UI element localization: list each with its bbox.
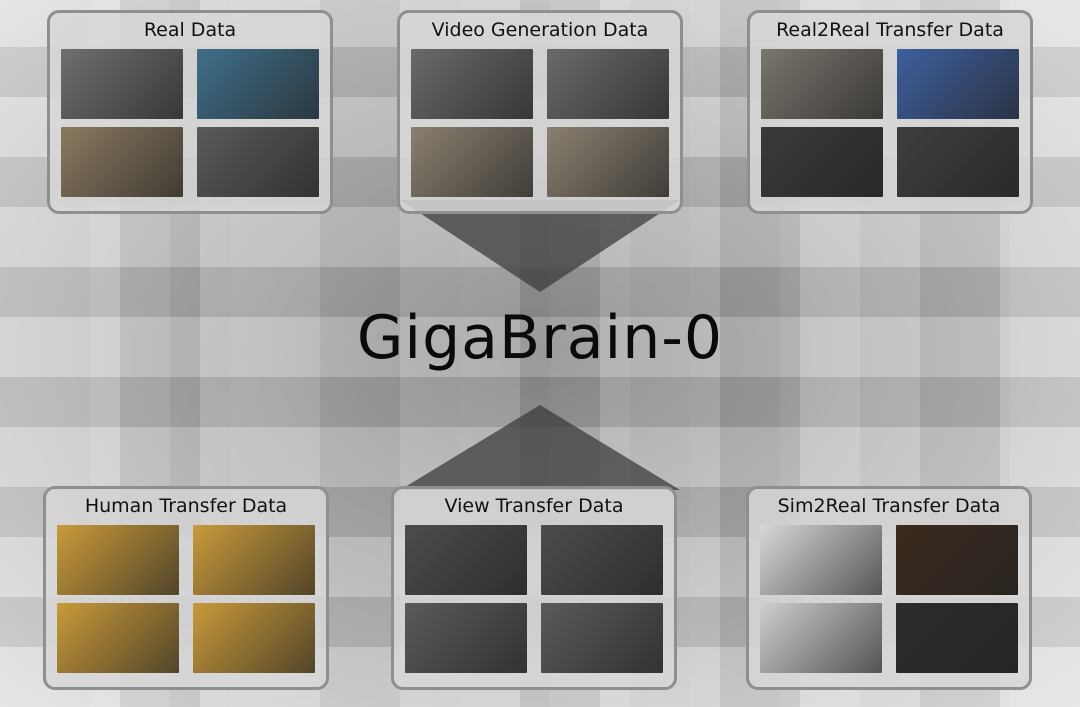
image-grid <box>749 525 1029 673</box>
sample-image <box>896 525 1018 595</box>
sample-image <box>761 49 883 119</box>
sample-image <box>61 49 183 119</box>
panel-sim2real-transfer-data: Sim2Real Transfer Data <box>746 486 1032 690</box>
sample-image <box>541 525 663 595</box>
sample-image <box>405 525 527 595</box>
panel-real2real-transfer-data: Real2Real Transfer Data <box>747 10 1033 214</box>
image-grid <box>46 525 326 673</box>
image-grid <box>50 49 330 197</box>
image-grid <box>400 49 680 197</box>
sample-image <box>547 49 669 119</box>
panel-view-transfer-data: View Transfer Data <box>391 486 677 690</box>
sample-image <box>411 127 533 197</box>
sample-image <box>547 127 669 197</box>
sample-image <box>897 49 1019 119</box>
sample-image <box>896 603 1018 673</box>
panel-title: Sim2Real Transfer Data <box>777 495 1001 517</box>
center-title: GigaBrain-0 <box>356 303 724 373</box>
panel-title: View Transfer Data <box>444 495 624 517</box>
sample-image <box>57 603 179 673</box>
panel-real-data: Real Data <box>47 10 333 214</box>
sample-image <box>57 525 179 595</box>
sample-image <box>760 603 882 673</box>
sample-image <box>197 49 319 119</box>
sample-image <box>411 49 533 119</box>
sample-image <box>193 603 315 673</box>
panel-title: Real2Real Transfer Data <box>776 19 1004 41</box>
image-grid <box>394 525 674 673</box>
sample-image <box>897 127 1019 197</box>
sample-image <box>193 525 315 595</box>
panel-title: Human Transfer Data <box>84 495 288 517</box>
sample-image <box>760 525 882 595</box>
sample-image <box>541 603 663 673</box>
sample-image <box>197 127 319 197</box>
panel-title: Video Generation Data <box>431 19 649 41</box>
sample-image <box>761 127 883 197</box>
panel-video-generation-data: Video Generation Data <box>397 10 683 214</box>
sample-image <box>61 127 183 197</box>
arrow-down <box>400 200 680 292</box>
panel-human-transfer-data: Human Transfer Data <box>43 486 329 690</box>
image-grid <box>750 49 1030 197</box>
sample-image <box>405 603 527 673</box>
panel-title: Real Data <box>143 19 237 41</box>
arrow-up <box>400 405 680 490</box>
